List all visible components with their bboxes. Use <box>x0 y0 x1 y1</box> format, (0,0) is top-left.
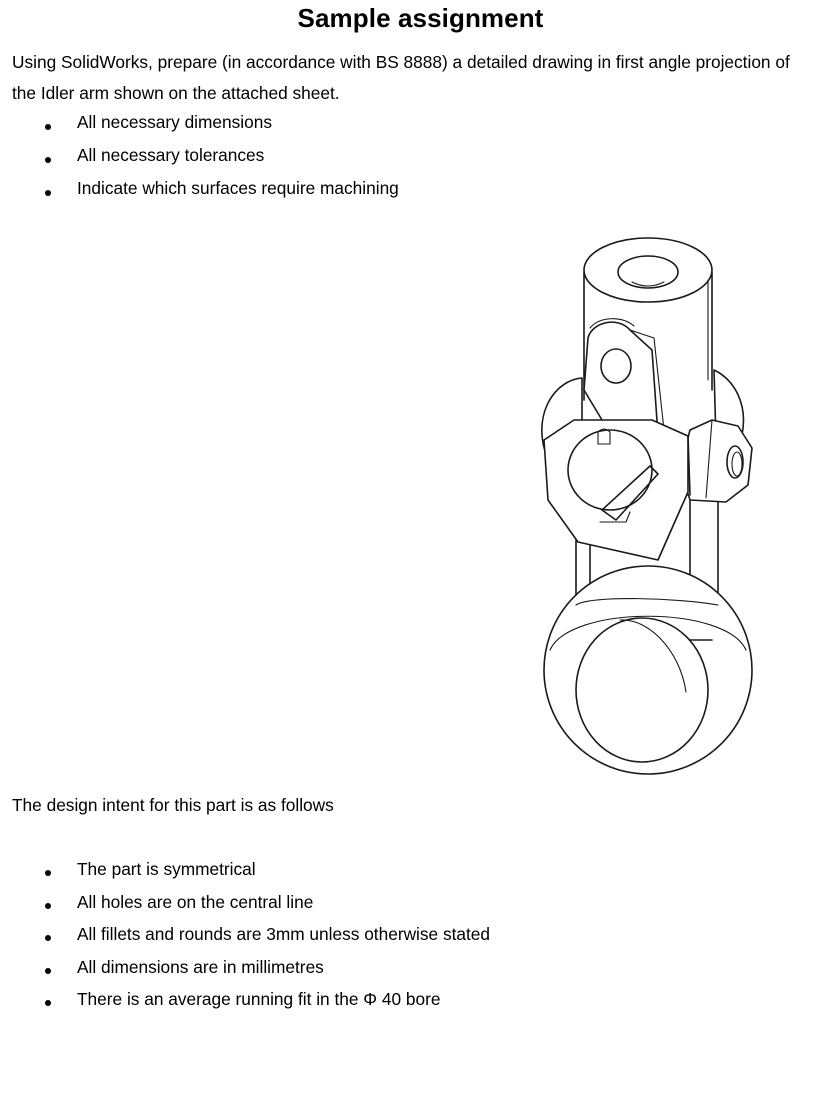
list-item-text: All dimensions are in millimetres <box>77 956 324 977</box>
list-item-text: There is an average running fit in the Φ… <box>77 989 441 1009</box>
intro-line-2: the Idler arm shown on the attached shee… <box>12 82 340 103</box>
clamp-bore <box>567 429 653 511</box>
hex-collar-hole <box>726 445 744 479</box>
list-item-text: All holes are on the central line <box>77 891 314 912</box>
clamp-block-right <box>687 435 691 496</box>
list-item-text: All necessary dimensions <box>77 112 272 132</box>
bullet-icon <box>45 870 51 877</box>
bottom-ring-top-edge <box>549 615 747 651</box>
bullet-icon <box>45 1000 51 1007</box>
list-item: All fillets and rounds are 3mm unless ot… <box>0 922 490 955</box>
clamp-slot <box>601 465 659 521</box>
list-item: All dimensions are in millimetres <box>0 955 490 988</box>
hex-collar <box>679 419 753 503</box>
clevis-ear <box>583 321 659 436</box>
clevis-ear-hole <box>600 348 632 384</box>
top-boss-top-face <box>583 237 713 303</box>
list-item: There is an average running fit in the Φ… <box>0 987 490 1020</box>
list-item-text: All fillets and rounds are 3mm unless ot… <box>77 924 491 944</box>
list-item: The part is symmetrical <box>0 857 490 890</box>
clamp-slot-edge <box>599 511 631 523</box>
hex-collar-hole-inner <box>731 451 743 477</box>
list-item: Indicate which surfaces require machinin… <box>0 176 399 209</box>
clevis-ear-thickness <box>629 329 665 431</box>
hex-collar-edge <box>705 419 713 499</box>
intro-line-1: Using SolidWorks, prepare (in accordance… <box>12 52 790 72</box>
idler-arm-isometric-figure <box>541 237 753 775</box>
clamp-block-corner <box>657 504 683 561</box>
bullet-icon <box>45 156 51 163</box>
design-intent-heading: The design intent for this part is as fo… <box>12 795 334 815</box>
list-item-text: The part is symmetrical <box>77 859 256 879</box>
bullet-icon <box>45 967 51 974</box>
document-title: Sample assignment <box>297 3 544 33</box>
list-item: All holes are on the central line <box>0 890 490 923</box>
bottom-ring-bore <box>575 617 709 763</box>
top-boss-hole-inner <box>631 281 665 287</box>
bullet-icon <box>45 123 51 130</box>
design-intent-list: The part is symmetrical All holes are on… <box>0 857 490 1020</box>
clamp-key <box>597 428 611 445</box>
requirements-list: All necessary dimensions All necessary t… <box>0 110 399 209</box>
bullet-icon <box>45 902 51 909</box>
bullet-icon <box>45 189 51 196</box>
clevis-ear-back <box>589 318 635 329</box>
bullet-icon <box>45 935 51 942</box>
assignment-intro: Using SolidWorks, prepare (in accordance… <box>12 47 821 108</box>
top-boss-hole <box>617 255 679 289</box>
bottom-ring-bore-inner <box>619 619 687 693</box>
list-item: All necessary dimensions <box>0 110 399 143</box>
list-item-text: Indicate which surfaces require machinin… <box>77 178 399 198</box>
list-item: All necessary tolerances <box>0 143 399 176</box>
list-item-text: All necessary tolerances <box>77 145 265 165</box>
bottom-ring-collar <box>575 598 719 606</box>
idler-arm-drawing <box>530 230 770 780</box>
